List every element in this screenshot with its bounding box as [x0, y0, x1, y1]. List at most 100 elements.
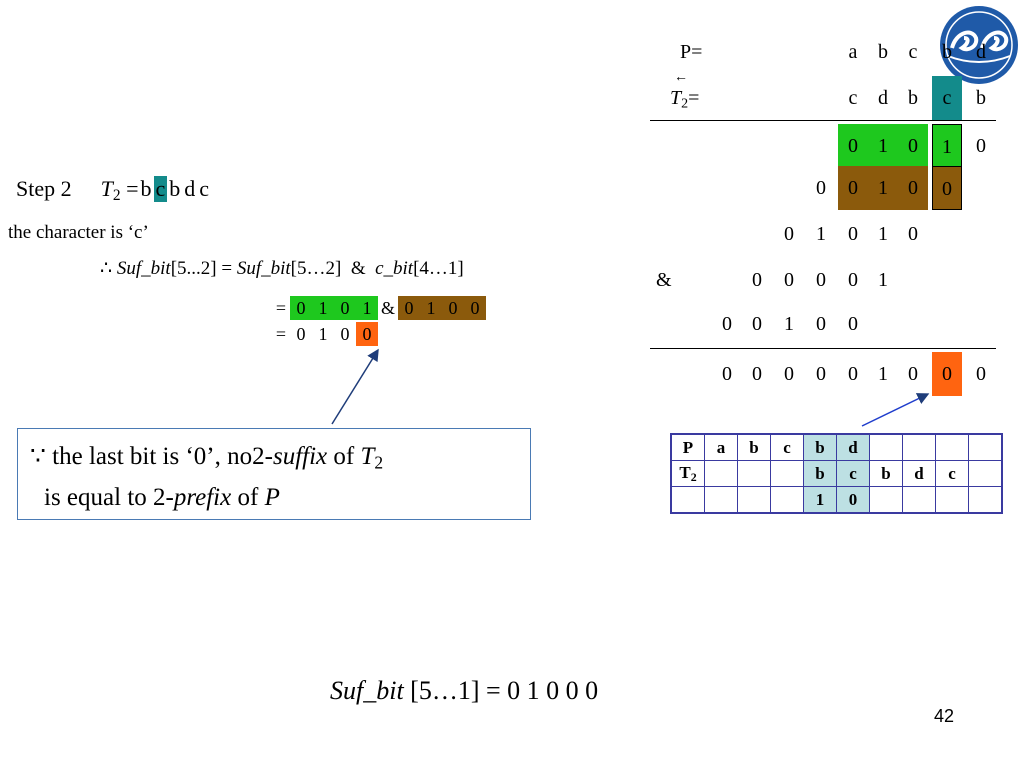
result-bit: 0 [752, 363, 762, 385]
bit-cell: 0 [838, 124, 868, 168]
bit: 0 [340, 324, 350, 344]
bit: 0 [290, 296, 312, 320]
c-bit-var: c_bit [375, 258, 414, 279]
index-range: [5…2] [290, 258, 342, 279]
bit: 1 [318, 324, 328, 344]
p-char: c [908, 41, 918, 63]
therefore-line: ∴ Suf_bit[5...2] = Suf_bit[5…2] & c_bit[… [100, 257, 464, 280]
t2-char: d [878, 87, 888, 109]
character-note: the character is ‘c’ [8, 222, 149, 243]
text-char: d [184, 176, 196, 201]
bit-cell-boxed: 0 [932, 166, 962, 210]
formula-text: [5…1] = 0 1 0 0 0 [403, 676, 599, 705]
and-operator: & [350, 258, 366, 279]
t2-char: c [848, 87, 858, 109]
bit-cell-boxed: 1 [932, 124, 962, 168]
callout-line-2: is equal to 2-prefix of P [44, 484, 280, 512]
bit: 0 [296, 324, 306, 344]
page-number: 42 [934, 706, 955, 726]
bit: 1 [356, 296, 378, 320]
alignment-table: P a b c b d T2 b c b d c 1 0 [670, 433, 1003, 514]
t2-char: b [908, 87, 918, 109]
bit-cell: 0 [848, 269, 858, 291]
result-bit: 0 [784, 363, 794, 385]
result-bit: 0 [908, 363, 918, 385]
and-label: & [656, 269, 672, 291]
bit-cell: 1 [784, 313, 794, 335]
bit-cell: 0 [784, 269, 794, 291]
index-range: [5...2] [170, 258, 217, 279]
bit-cell: 0 [816, 313, 826, 335]
therefore-symbol: ∴ [100, 258, 113, 279]
arrow-to-calc [331, 348, 379, 425]
index-range: [4…1] [413, 258, 464, 279]
text-char-highlight: c [153, 176, 168, 202]
suf-bit-var: Suf_bit [330, 676, 404, 705]
t-subscript: 2 [112, 186, 121, 204]
p-char: d [976, 41, 986, 63]
bit-cell: 0 [908, 223, 918, 245]
equals-sign: = [126, 176, 139, 201]
bit-cell: 0 [784, 223, 794, 245]
result-bit: 1 [878, 363, 888, 385]
result-bit: 0 [722, 363, 732, 385]
and-operator: & [380, 298, 395, 318]
bit-cell: 0 [752, 313, 762, 335]
bit-cell: 0 [898, 166, 928, 210]
t-variable: T [100, 176, 113, 201]
university-logo [940, 6, 1018, 84]
t2-char: b [976, 87, 986, 109]
bit-cell: 1 [878, 269, 888, 291]
bit-cell: 1 [868, 166, 898, 210]
divider [650, 348, 996, 349]
step-label: Step 2 [16, 176, 72, 201]
bit: 1 [420, 296, 442, 320]
t2-char-highlight: c [932, 76, 962, 120]
bit-cell: 0 [848, 223, 858, 245]
callout-box: ∵ the last bit is ‘0’, no2-suffix of T2 … [17, 428, 531, 520]
equals-sign: = [221, 258, 233, 279]
result-bit-highlight: 0 [932, 352, 962, 396]
divider [650, 120, 996, 121]
table-row-bits: 1 0 [670, 486, 1003, 514]
reverse-arrow-icon: ← [674, 70, 688, 85]
bit-highlight: 0 [356, 322, 378, 346]
final-formula: Suf_bit [5…1] = 0 1 0 0 0 [330, 676, 598, 706]
callout-line-1: ∵ the last bit is ‘0’, no2-suffix of T2 [30, 443, 384, 473]
table-row-t2: T2 b c b d c [670, 460, 1003, 487]
bit-cell: 0 [976, 135, 986, 157]
bit-cell: 0 [848, 313, 858, 335]
text-char: b [169, 176, 181, 201]
bit-cell: 0 [838, 166, 868, 210]
t2-label: T2= [670, 87, 700, 112]
bit-cell: 0 [816, 269, 826, 291]
p-char: b [942, 41, 952, 63]
bit-cell: 1 [878, 223, 888, 245]
result-bit: 0 [848, 363, 858, 385]
suf-bit-var: Suf_bit [236, 258, 291, 279]
bit: 0 [442, 296, 464, 320]
suf-bit-var: Suf_bit [116, 258, 171, 279]
table-row-p: P a b c b d [670, 433, 1003, 461]
result-bit: 0 [816, 363, 826, 385]
bit-cell: 1 [868, 124, 898, 168]
arrow-to-result [861, 393, 930, 427]
p-char: b [878, 41, 888, 63]
bit-cell: 1 [816, 223, 826, 245]
bit: 0 [398, 296, 420, 320]
text-char: b [140, 176, 152, 201]
p-char: a [848, 41, 858, 63]
equals-sign: = [275, 298, 287, 318]
bit: 0 [464, 296, 486, 320]
result-bit: 0 [976, 363, 986, 385]
equals-sign: = [275, 324, 287, 344]
bit-cell: 0 [816, 177, 826, 199]
p-label: P= [680, 41, 703, 63]
bit-cell: 0 [752, 269, 762, 291]
bit: 0 [334, 296, 356, 320]
bit-cell: 0 [722, 313, 732, 335]
